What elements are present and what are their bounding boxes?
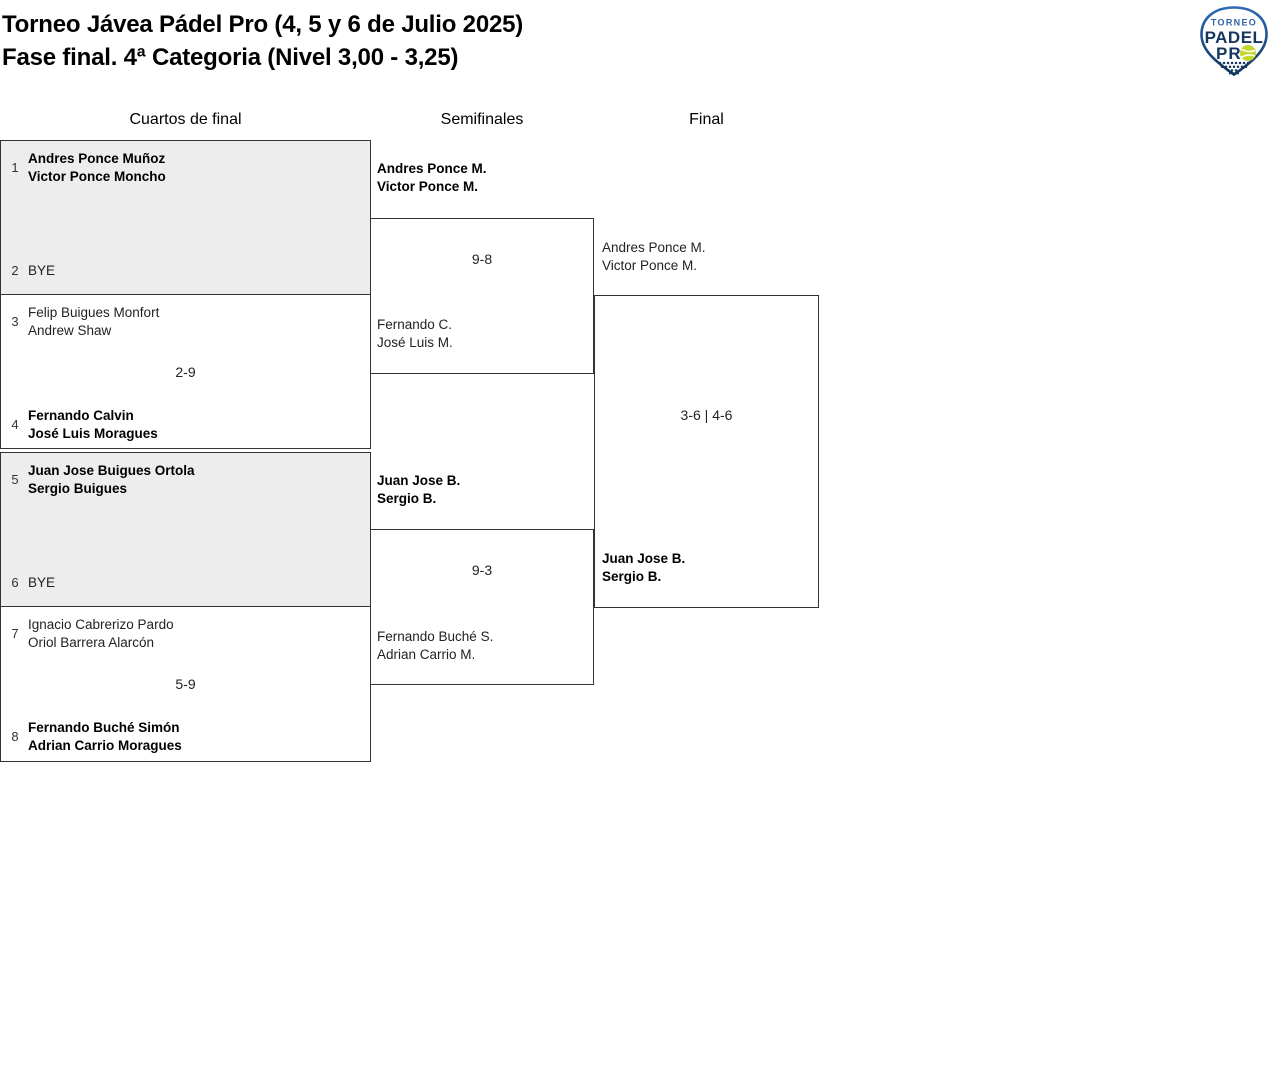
player-name: Felip Buigues Monfort — [28, 305, 160, 320]
logo-text-pro: PR — [1216, 44, 1242, 63]
semifinal-1-score: 9-8 — [471, 251, 493, 267]
seed-number-7: 7 — [11, 626, 19, 641]
quarterfinal-match-1: 1 Andres Ponce Muñoz Victor Ponce Moncho… — [0, 140, 371, 295]
seed-number-3: 3 — [11, 314, 19, 329]
semifinal-1-team-2: Fernando C. José Luis M. — [377, 316, 453, 352]
quarterfinal-match-2: 3 Felip Buigues Monfort Andrew Shaw 2-9 … — [0, 294, 371, 449]
seed-number-6: 6 — [11, 575, 19, 590]
player-name: Juan Jose B. — [377, 473, 461, 488]
tennis-ball-icon — [1240, 45, 1256, 61]
page-title-line1: Torneo Jávea Pádel Pro (4, 5 y 6 de Juli… — [2, 11, 524, 38]
player-name: José Luis M. — [377, 335, 453, 350]
player-name: Andres Ponce M. — [602, 240, 706, 255]
page-title-line2: Fase final. 4ª Categoria (Nivel 3,00 - 3… — [2, 44, 459, 71]
player-name: Ignacio Cabrerizo Pardo — [28, 617, 174, 632]
team-pair-seed-4: Fernando Calvin José Luis Moragues — [28, 407, 362, 443]
bye-label: BYE — [28, 575, 56, 590]
player-name: Victor Ponce M. — [602, 258, 698, 273]
player-name: Juan Jose B. — [602, 551, 686, 566]
semifinal-2-team-1: Juan Jose B. Sergio B. — [377, 472, 460, 508]
seed-number-4: 4 — [11, 417, 19, 432]
player-name: Fernando C. — [377, 317, 453, 332]
player-name: Oriol Barrera Alarcón — [28, 635, 155, 650]
player-name: Fernando Buché S. — [377, 629, 494, 644]
player-name: Sergio Buigues — [28, 481, 128, 496]
logo-text-torneo: TORNEO — [1211, 18, 1257, 28]
final-score: 3-6 | 4-6 — [680, 407, 733, 423]
seed-number-2: 2 — [11, 263, 19, 278]
logo-dots — [1218, 61, 1250, 75]
player-name: Andres Ponce M. — [377, 161, 487, 176]
padel-racket-icon: TORNEO PADEL PR — [1200, 6, 1268, 77]
team-pair-seed-7: Ignacio Cabrerizo Pardo Oriol Barrera Al… — [28, 616, 362, 652]
match-score: 5-9 — [175, 676, 196, 692]
seed-number-8: 8 — [11, 729, 19, 744]
quarterfinal-match-4: 7 Ignacio Cabrerizo Pardo Oriol Barrera … — [0, 606, 371, 762]
player-name: Victor Ponce M. — [377, 179, 479, 194]
bye-label: BYE — [28, 263, 56, 278]
team-pair-seed-3: Felip Buigues Monfort Andrew Shaw — [28, 304, 362, 340]
player-name: Sergio B. — [377, 491, 437, 506]
match-score: 2-9 — [175, 363, 196, 380]
final-match-box — [594, 295, 819, 608]
team-pair-seed-1: Andres Ponce Muñoz Victor Ponce Moncho — [28, 150, 362, 186]
semifinal-match-2-box — [370, 529, 594, 685]
semifinal-match-1-box — [370, 218, 594, 374]
player-name: Juan Jose Buigues Ortola — [28, 463, 195, 478]
player-name: Fernando Calvin — [28, 408, 134, 423]
semifinal-2-team-2: Fernando Buché S. Adrian Carrio M. — [377, 628, 493, 664]
player-name: Adrian Carrio Moragues — [28, 738, 182, 753]
team-pair-seed-6: BYE — [28, 574, 362, 592]
player-name: José Luis Moragues — [28, 426, 158, 441]
semifinal-2-score: 9-3 — [471, 562, 493, 578]
player-name: Andres Ponce Muñoz — [28, 151, 166, 166]
team-pair-seed-2: BYE — [28, 262, 362, 280]
page-title: Torneo Jávea Pádel Pro (4, 5 y 6 de Juli… — [2, 8, 523, 74]
seed-number-1: 1 — [11, 160, 19, 175]
quarterfinal-match-3: 5 Juan Jose Buigues Ortola Sergio Buigue… — [0, 452, 371, 607]
player-name: Victor Ponce Moncho — [28, 169, 166, 184]
team-pair-seed-8: Fernando Buché Simón Adrian Carrio Morag… — [28, 719, 362, 755]
player-name: Adrian Carrio M. — [377, 647, 476, 662]
semifinal-1-team-1: Andres Ponce M. Victor Ponce M. — [377, 160, 487, 196]
column-header-semifinales: Semifinales — [440, 111, 524, 128]
team-pair-seed-5: Juan Jose Buigues Ortola Sergio Buigues — [28, 462, 362, 498]
player-name: Andrew Shaw — [28, 323, 112, 338]
column-header-cuartos-de-final: Cuartos de final — [129, 111, 242, 128]
player-name: Sergio B. — [602, 569, 662, 584]
final-team-1: Andres Ponce M. Victor Ponce M. — [602, 239, 706, 275]
logo-text-padel: PADEL — [1205, 28, 1264, 47]
player-name: Fernando Buché Simón — [28, 720, 180, 735]
final-team-2: Juan Jose B. Sergio B. — [602, 550, 685, 586]
seed-number-5: 5 — [11, 472, 19, 487]
torneo-padel-pro-logo: TORNEO PADEL PR — [1196, 5, 1272, 82]
column-header-final: Final — [689, 111, 724, 128]
